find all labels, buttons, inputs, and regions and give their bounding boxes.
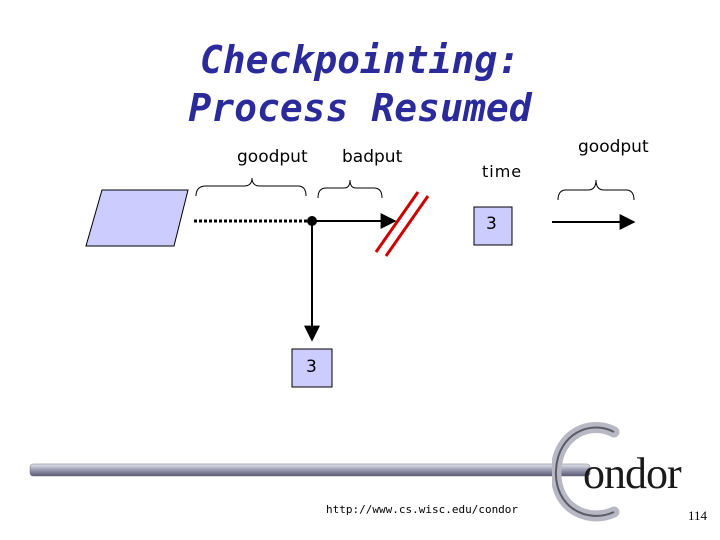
condor-logo xyxy=(552,422,620,522)
condor-logo-text: ondor xyxy=(583,449,682,498)
checkpoint-dot xyxy=(307,216,317,226)
label-goodput-left: goodput xyxy=(237,147,308,167)
checkpoint-box-bottom-label: 3 xyxy=(306,357,317,377)
brace-badput xyxy=(317,179,383,199)
title-line-1: Checkpointing: xyxy=(199,38,521,82)
page-number: 114 xyxy=(688,508,708,523)
footer-bar xyxy=(29,463,591,477)
brace-goodput-right xyxy=(557,179,635,201)
label-time: time xyxy=(482,162,523,181)
interruption-mark-1 xyxy=(374,191,420,253)
footer-url[interactable]: http://www.cs.wisc.edu/condor xyxy=(326,503,519,516)
checkpoint-box-top xyxy=(473,206,513,246)
brace-goodput-left xyxy=(195,177,307,197)
interruption-mark-2 xyxy=(384,195,430,257)
slide-title: Checkpointing: Process Resumed xyxy=(150,36,570,132)
title-line-2: Process Resumed xyxy=(188,86,532,130)
checkpoint-box-top-label: 3 xyxy=(486,214,497,234)
checkpoint-box-bottom xyxy=(291,348,333,388)
process-parallelogram xyxy=(85,189,189,247)
label-badput: badput xyxy=(342,147,403,167)
label-goodput-right: goodput xyxy=(578,137,649,157)
